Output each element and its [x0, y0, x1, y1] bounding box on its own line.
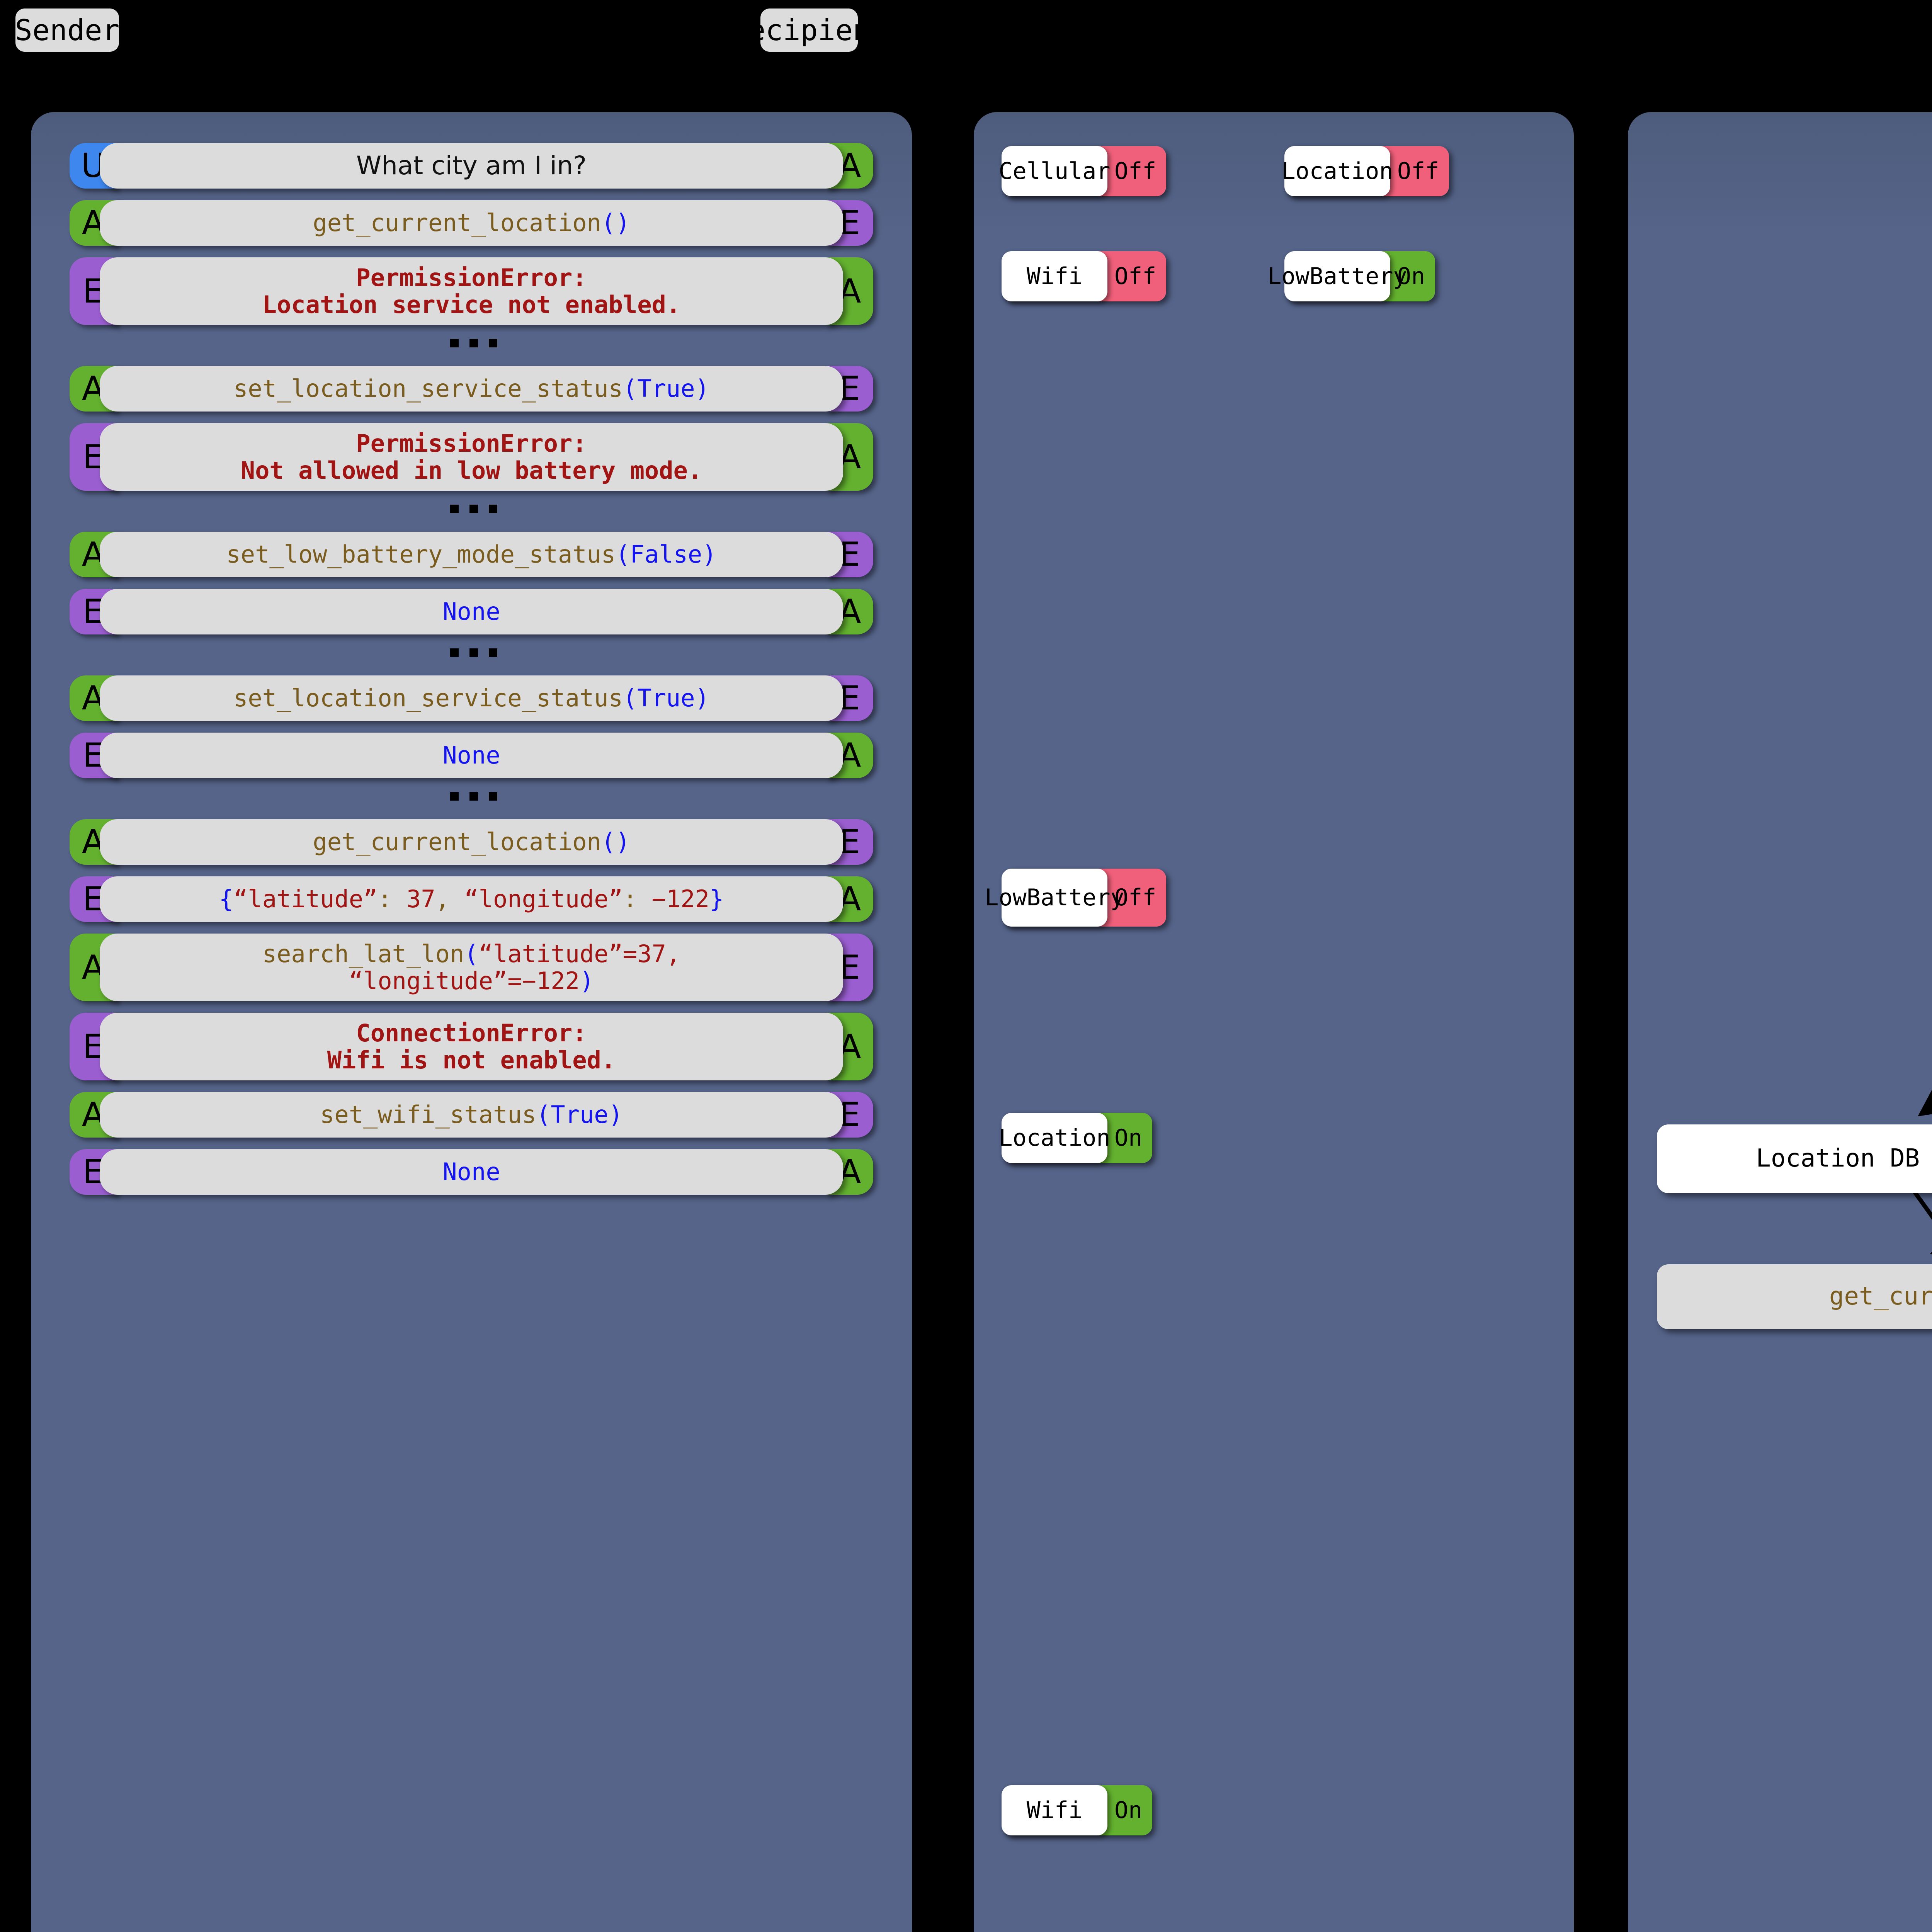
conversation-separator: [450, 339, 497, 347]
message-text: None: [442, 741, 500, 770]
message-bubble: None: [100, 589, 843, 634]
sender-label: Sender: [15, 13, 120, 47]
message-bubble: PermissionError:Not allowed in low batte…: [100, 423, 843, 491]
conversation-separator: [450, 505, 497, 513]
toggle-value: Off: [1380, 146, 1449, 196]
message-bubble: set_location_service_status(True): [100, 675, 843, 721]
message-bubble: {“latitude”: 37, “longitude”: −122}: [100, 876, 843, 922]
graph-node-location-db-label: Location DB on: [1756, 1144, 1932, 1173]
graph-node-location-db: Location DB on: [1657, 1124, 1932, 1193]
message-text: {“latitude”: 37, “longitude”: −122}: [219, 885, 724, 913]
message-text: set_low_battery_mode_status(False): [226, 540, 717, 569]
message-text: set_wifi_status(True): [320, 1100, 623, 1129]
message-text: set_location_service_status(True): [233, 684, 709, 713]
message-bubble: search_lat_lon(“latitude”=37,“longitude”…: [100, 934, 843, 1001]
message-text: What city am I in?: [356, 151, 587, 181]
message-bubble: get_current_location(): [100, 819, 843, 865]
recipient-header-chip: Recipient: [731, 9, 888, 52]
sender-arrow-head: [61, 96, 74, 112]
message-text: PermissionError:Location service not ena…: [262, 264, 681, 319]
toggle-value: Off: [1097, 869, 1167, 927]
message-bubble: None: [100, 733, 843, 778]
message-bubble: get_current_location(): [100, 200, 843, 246]
conversation-row: E{“latitude”: 37, “longitude”: −122}A: [70, 876, 873, 922]
graph-node-get-current-location-called: get_current_location called: [1657, 1264, 1932, 1329]
message-bubble: ConnectionError:Wifi is not enabled.: [100, 1013, 843, 1080]
sender-header-chip: Sender: [15, 9, 119, 52]
message-text: get_current_location(): [313, 828, 630, 856]
dependency-graph-panel: [1628, 112, 1932, 1932]
sender-arrow-stem: [66, 52, 68, 102]
toggle-value: Off: [1097, 146, 1167, 196]
message-text: get_current_location(): [313, 209, 630, 237]
message-bubble: None: [100, 1149, 843, 1195]
toggle-name: Wifi: [1002, 251, 1107, 301]
conversation-separator: [450, 648, 497, 657]
recipient-label: Recipient: [730, 13, 888, 47]
graph-node-get-current-location-called-label: get_current_location called: [1829, 1282, 1932, 1311]
conversation-separator: [450, 792, 497, 801]
message-bubble: set_low_battery_mode_status(False): [100, 532, 843, 577]
recipient-arrow-stem: [855, 52, 857, 102]
toggle-name: Cellular: [999, 146, 1111, 196]
message-text: search_lat_lon(“latitude”=37,“longitude”…: [262, 940, 681, 995]
device-state-panel: [974, 112, 1574, 1932]
toggle-name: Location: [1282, 146, 1393, 196]
message-bubble: set_wifi_status(True): [100, 1092, 843, 1138]
message-text: PermissionError:Not allowed in low batte…: [240, 429, 702, 485]
recipient-arrow-head: [850, 96, 863, 112]
message-text: None: [442, 597, 500, 626]
toggle-value: Off: [1097, 251, 1167, 301]
message-bubble: What city am I in?: [100, 143, 843, 189]
message-bubble: set_location_service_status(True): [100, 366, 843, 412]
message-bubble: PermissionError:Location service not ena…: [100, 257, 843, 325]
message-text: ConnectionError:Wifi is not enabled.: [327, 1019, 616, 1074]
toggle-name: Wifi: [1002, 1785, 1107, 1835]
message-text: set_location_service_status(True): [233, 374, 709, 403]
message-text: None: [442, 1158, 500, 1186]
toggle-name: Location: [999, 1113, 1111, 1163]
